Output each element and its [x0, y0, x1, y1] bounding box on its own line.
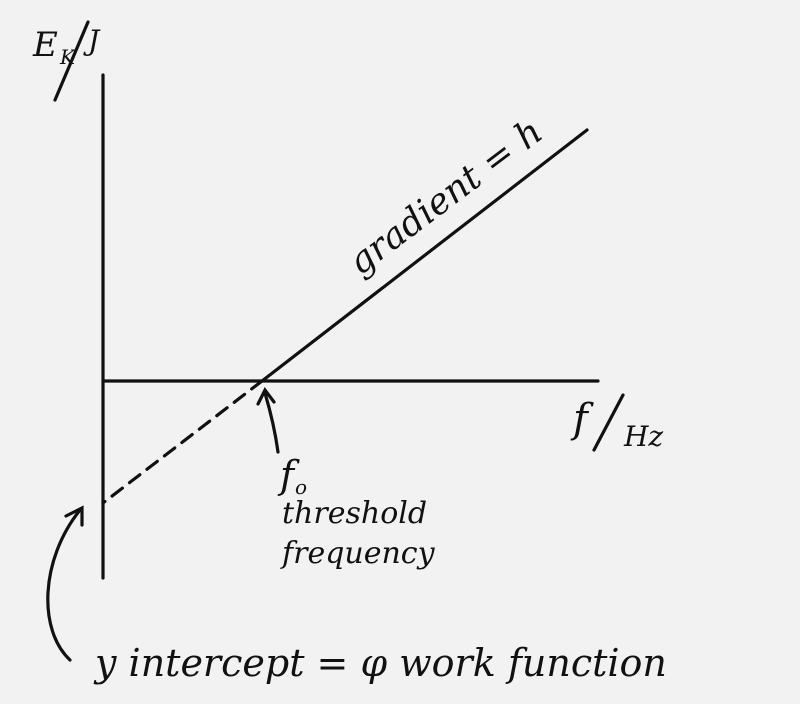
threshold-arrow-shaft: [263, 391, 280, 454]
threshold-line-1: threshold: [282, 496, 427, 531]
y-axis-label-slash: [53, 20, 90, 102]
x-axis-label-slash: [592, 393, 625, 452]
intercept-label: y intercept = φ work function: [93, 641, 667, 685]
threshold-label: f o threshold frequency: [277, 453, 436, 571]
graph-line: [260, 128, 589, 383]
intercept-arrow-shaft: [46, 508, 82, 662]
intercept-arrow: [46, 505, 84, 662]
threshold-line-2: frequency: [280, 536, 436, 571]
threshold-subscript: o: [295, 475, 307, 499]
extrapolation-dashed-line: [101, 379, 264, 505]
x-axis-label-symbol: f: [570, 396, 594, 442]
y-axis-label-symbol: E: [32, 25, 58, 65]
gradient-label: gradient = h: [341, 111, 551, 283]
threshold-arrow-head: [256, 386, 276, 406]
x-axis-label-unit: Hz: [623, 420, 663, 453]
intercept-arrow-head: [64, 505, 84, 527]
threshold-arrow: [256, 386, 280, 454]
y-axis-label-unit: J: [83, 24, 101, 57]
x-axis-label: f Hz: [570, 393, 663, 453]
y-axis-label: E K J: [32, 20, 101, 102]
